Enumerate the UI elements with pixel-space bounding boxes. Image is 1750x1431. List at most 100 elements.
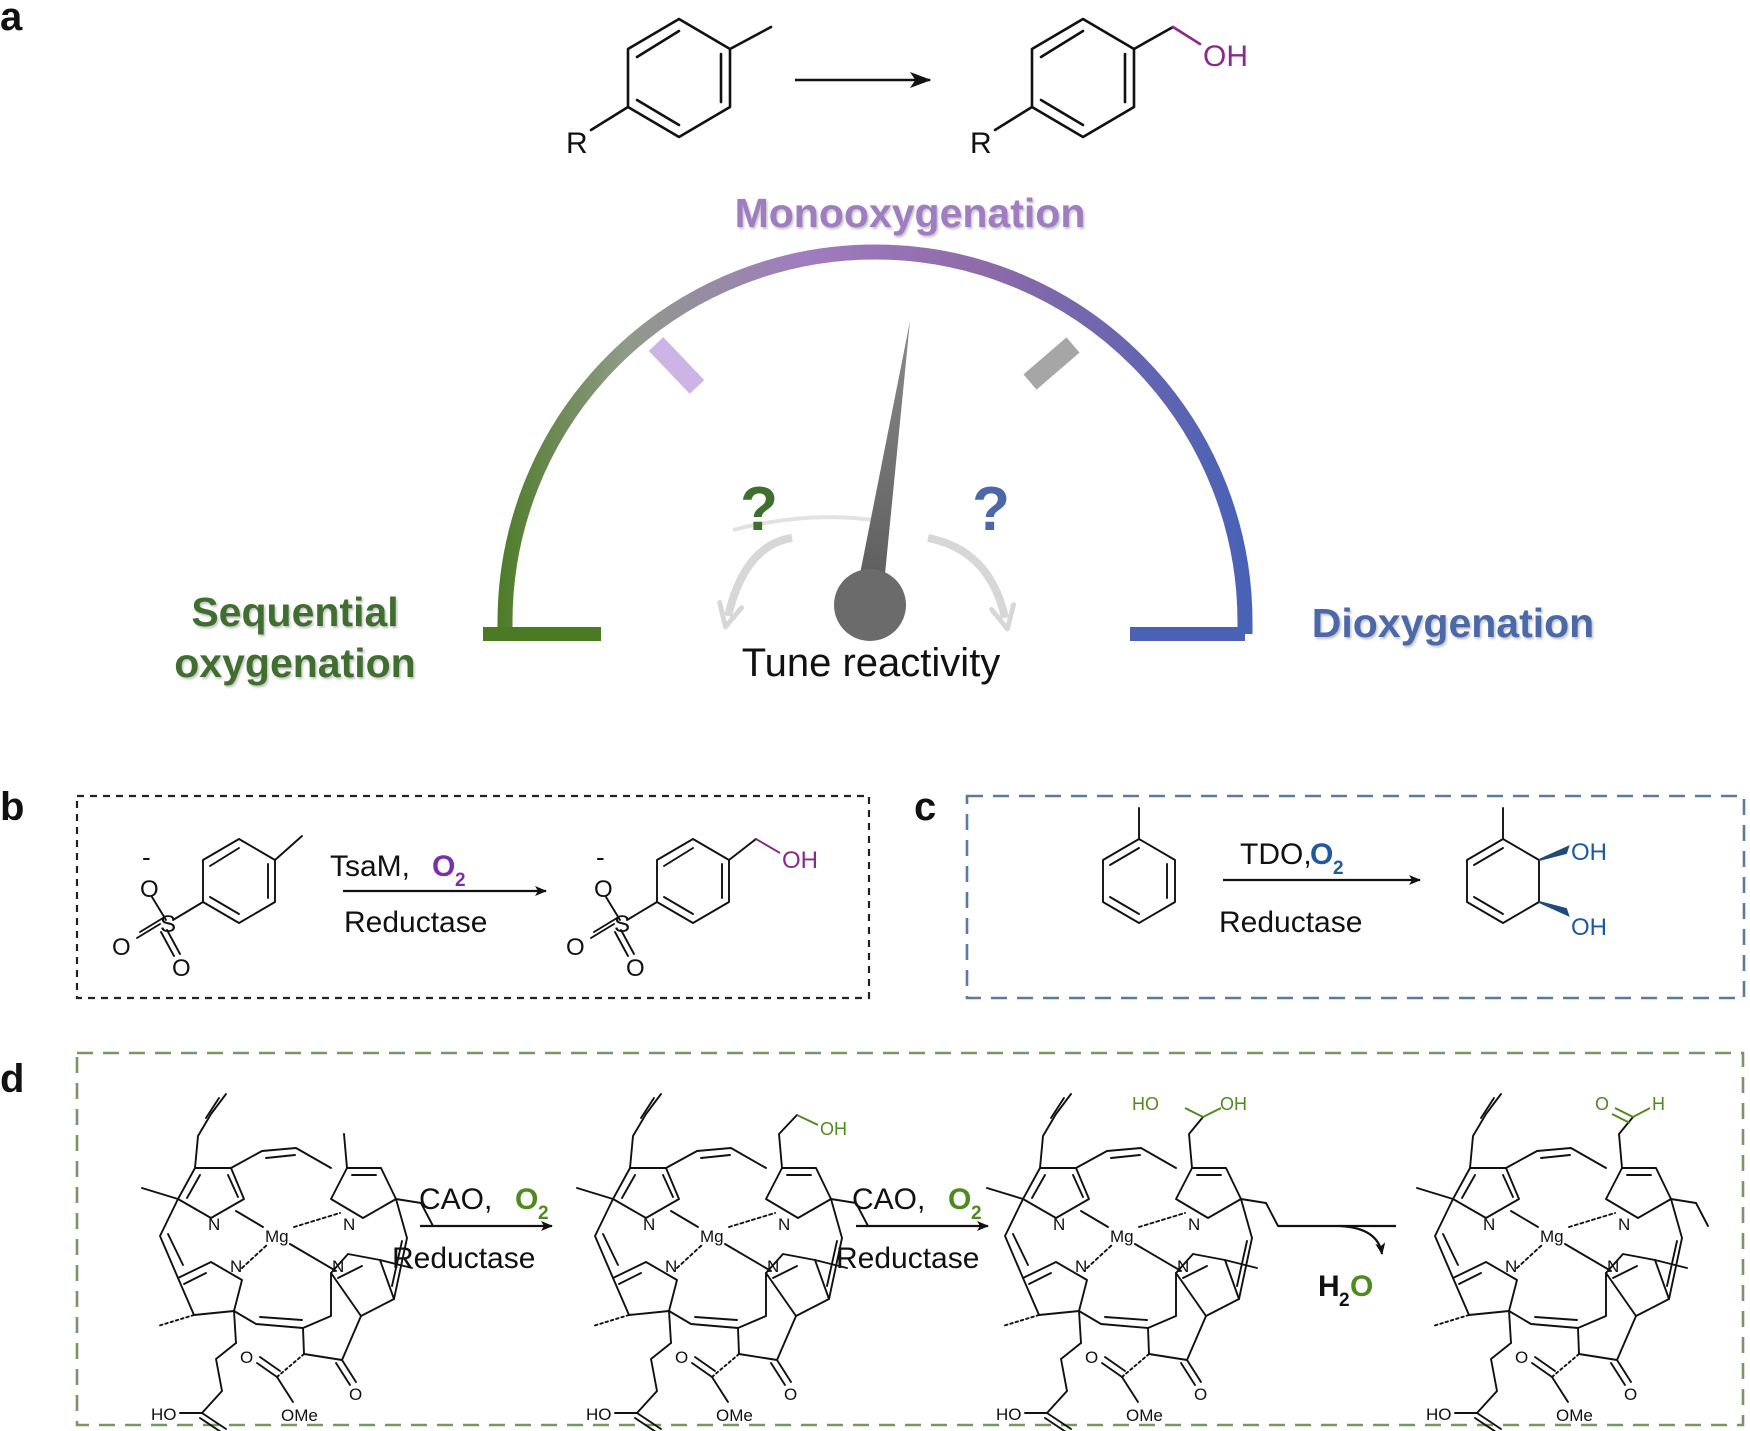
chl4-n-atom-b: N [1618,1215,1630,1234]
tsa-product-o-2: O [626,955,645,982]
reactant-r-label: R [566,127,588,160]
chlorophyll-b-structure: O H N N N N Mg HO O O OMe O [1416,1093,1709,1431]
tsam-enzyme-label: TsaM, [330,850,410,883]
gauge-needle-hub [834,569,906,641]
step3-water-release-arrow [1339,1224,1386,1255]
chl3-ester-o: O [1085,1348,1098,1367]
step2-o2-subscript: 2 [971,1203,982,1224]
chl3-n-atom-a: N [1053,1215,1065,1234]
gem-diol-chlorophyll-structure: HO OH N N N N Mg HO O O OMe O [986,1093,1279,1431]
step1-o2-subscript: 2 [538,1203,549,1224]
dioxygenation-label: Dioxygenation [1312,600,1594,646]
question-mark-left: ? [740,475,778,544]
tune-curve-top [732,515,881,532]
chl4-n-atom-d: N [1505,1257,1517,1276]
chl4-aldehyde-h: H [1652,1094,1665,1114]
panel-letter-b: b [0,785,24,829]
cis-diol-product-structure: OH OH [1466,807,1607,941]
reactivity-gauge [483,244,1253,641]
tdo-o2-subscript: 2 [1333,858,1344,879]
chl3-n-atom-c: N [1177,1257,1189,1276]
chl3-ketone-o: O [1194,1385,1207,1404]
product-oh-label: OH [1203,40,1248,73]
water-subscript: 2 [1339,1290,1350,1311]
chl2-n-atom-d: N [665,1257,677,1276]
chl2-mg-atom: Mg [700,1227,724,1246]
reactant-toluene-structure: R [566,17,773,160]
chl1-ho-label: HO [151,1405,177,1424]
chl1-o-atom: O [220,1429,233,1431]
tsam-reductase-label: Reductase [344,906,487,939]
diol-oh-top: OH [1571,839,1607,866]
sequential-label-line2: oxygenation [174,640,415,686]
gauge-arc [497,244,1253,634]
chl3-oh-top-label: OH [1220,1094,1247,1114]
step1-enzyme-label: CAO, [419,1183,492,1216]
chl2-oh-label: OH [820,1119,847,1139]
tsam-o2-subscript: 2 [455,870,466,891]
monooxygenation-label: Monooxygenation [735,190,1086,236]
product-r-label: R [970,127,992,160]
tsa-o-atom-1: O [112,934,131,961]
chl2-n-atom-c: N [767,1257,779,1276]
chl1-ester-o: O [240,1348,253,1367]
chl2-n-atom-b: N [778,1215,790,1234]
toluene-structure [1102,807,1176,924]
tdo-reductase-label: Reductase [1219,906,1362,939]
tune-arrow-right [927,534,1016,632]
step1-reductase-label: Reductase [392,1242,535,1275]
chl4-ho-label: HO [1426,1405,1452,1424]
chlorophyll-a-structure: N N N N Mg HO O O OMe O [141,1093,434,1431]
water-h-label: H [1318,1270,1340,1303]
chl4-ome-label: OMe [1556,1406,1593,1425]
tsa-product-oh: OH [782,847,818,874]
tsa-reactant-structure: S O - O O [112,835,303,982]
tune-arrow-left [717,534,793,630]
step1-o2-label: O [515,1183,538,1216]
panel-letter-a: a [0,0,23,39]
chl2-ho-label: HO [586,1405,612,1424]
tsa-product-charge: - [596,842,605,872]
tsam-o2-label: O [432,850,455,883]
step2-reductase-label: Reductase [836,1242,979,1275]
panel-letter-d: d [0,1057,24,1101]
chl1-ome-label: OMe [281,1406,318,1425]
chl2-o-atom: O [655,1429,668,1431]
tsa-product-o-minus: O [594,876,613,903]
hydroxy-chlorophyll-structure: OH N N N N Mg HO O O OMe O [576,1093,869,1431]
tsa-o-minus-atom: O [140,876,159,903]
chl1-ketone-o: O [349,1385,362,1404]
chl3-n-atom-b: N [1188,1215,1200,1234]
chl3-ho-top-label: HO [1132,1094,1159,1114]
tsa-product-structure: S O - O O OH [566,838,818,982]
chl1-mg-atom: Mg [265,1227,289,1246]
diol-oh-bottom: OH [1571,914,1607,941]
water-o-label: O [1350,1270,1373,1303]
gauge-tick-right [1023,337,1080,390]
chl3-mg-atom: Mg [1110,1227,1134,1246]
tsa-product-o-1: O [566,934,585,961]
chl1-n-atom-c: N [332,1257,344,1276]
tdo-enzyme-label: TDO, [1240,838,1312,871]
tsa-s-atom: S [160,911,176,938]
chl3-n-atom-d: N [1075,1257,1087,1276]
sequential-label-line1: Sequential [191,589,398,635]
chl2-ester-o: O [675,1348,688,1367]
product-benzyl-alcohol-structure: R OH [970,17,1248,160]
gauge-needle [858,321,910,584]
chl2-ketone-o: O [784,1385,797,1404]
step2-o2-label: O [948,1183,971,1216]
tsa-charge: - [142,842,151,872]
chl4-aldehyde-o: O [1595,1094,1609,1114]
chl4-o-atom: O [1495,1429,1508,1431]
gauge-tick-left [648,337,705,394]
chl2-ome-label: OMe [716,1406,753,1425]
tsa-product-s-atom: S [614,911,630,938]
tsa-o-atom-2: O [172,955,191,982]
chl1-n-atom-b: N [343,1215,355,1234]
panel-c-box [965,794,1746,1000]
chl4-ester-o: O [1515,1348,1528,1367]
panel-b-box [75,794,871,1000]
chl3-o-atom: O [1065,1429,1078,1431]
